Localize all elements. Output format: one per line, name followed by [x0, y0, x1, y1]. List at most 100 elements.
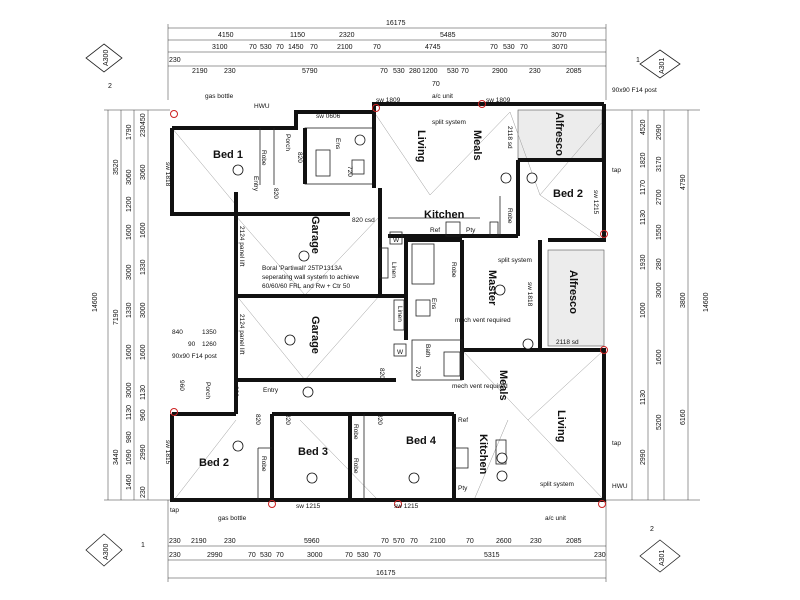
- left-mid-4: 1600: [126, 224, 133, 240]
- room-entry-top: Entry: [252, 176, 259, 192]
- left-mid-6: 1330: [126, 302, 133, 318]
- cooktop-top: [445, 221, 461, 237]
- left-mid-7: 1600: [126, 344, 133, 360]
- bot-dim-r2-3: 70: [248, 552, 256, 559]
- bot-dim-r2-8: 530: [357, 552, 369, 559]
- left-inner-6: 3000: [140, 302, 147, 318]
- marker-label-top-left: A300: [103, 50, 110, 66]
- marker-num-bottom-right: 2: [650, 526, 654, 533]
- label-door-720-b: 720: [414, 366, 421, 377]
- left-outer-2: 7190: [113, 309, 120, 325]
- label-robe-bed2-bottom: Robe: [260, 456, 267, 472]
- section-markers: A300 2 A301 1 A300 1 A301 2: [85, 43, 681, 573]
- room-labels: Bed 1 Bed 2 Bed 2 Bed 3 Bed 4 Master Gar…: [199, 112, 583, 475]
- left-mid-11: 1090: [126, 449, 133, 465]
- top-dim-3: 2320: [339, 32, 355, 39]
- overall-width-top: 16175: [386, 20, 406, 27]
- top-dim-r2-6: 70: [310, 44, 318, 51]
- downpipe-icon: [600, 346, 608, 354]
- bot-dim-r2-11: 230: [594, 552, 606, 559]
- shower-ens-bottom: [411, 243, 435, 285]
- bottom-dimensions: 230 2190 230 5960 70 570 70 2100 70 2600…: [167, 500, 607, 582]
- smoke-detector-icon: [232, 164, 244, 176]
- label-gas-bottle-top: gas bottle: [205, 93, 234, 100]
- top-dim-r3-11: 2900: [492, 68, 508, 75]
- bot-dim-r2-5: 70: [276, 552, 284, 559]
- right-outer-3: 6160: [680, 409, 687, 425]
- left-outer-3: 3440: [113, 449, 120, 465]
- top-dim-r3-4: 5790: [302, 68, 318, 75]
- label-door-820-d: 820: [232, 386, 239, 397]
- label-hwu-top: HWU: [254, 103, 270, 110]
- left-inner-7: 1600: [140, 344, 147, 360]
- top-dim-r2-4: 70: [276, 44, 284, 51]
- label-sw1809-b: sw 1809: [486, 97, 511, 104]
- left-dimensions: 14600 3520 7190 3440 1790 3060 1200 1600…: [92, 109, 170, 501]
- top-dim-r2-10: 70: [490, 44, 498, 51]
- label-tap-right: tap: [612, 440, 621, 447]
- bot-dim-r1-11: 230: [530, 538, 542, 545]
- right-mid-1: 4520: [640, 119, 647, 135]
- room-bath: Bath: [424, 344, 431, 358]
- top-dimensions: 16175 4150 1150 2320 5485 3070 3100 70 5…: [167, 20, 607, 100]
- label-hwu-bottom: HWU: [612, 483, 628, 490]
- left-mid-9: 1130: [126, 405, 133, 420]
- label-sw1815: sw 1815: [164, 440, 171, 465]
- bot-dim-r2-2: 2990: [207, 552, 223, 559]
- top-dim-r2-13: 3070: [552, 44, 568, 51]
- label-pty-bottom: Pty: [458, 485, 468, 492]
- label-1260: 1260: [202, 341, 217, 348]
- room-entry-bottom: Entry: [263, 387, 279, 394]
- section-marker-bottom-left: [85, 533, 123, 567]
- bot-dim-r2-10: 5315: [484, 552, 500, 559]
- right-inner-8: 5200: [656, 414, 663, 430]
- right-outer-1: 4790: [680, 174, 687, 190]
- bot-dim-r1-9: 70: [466, 538, 474, 545]
- bot-dim-r2-7: 70: [345, 552, 353, 559]
- right-inner-3: 2700: [656, 189, 663, 205]
- label-door-820-a: 820: [296, 152, 303, 163]
- sink-top: [489, 221, 499, 237]
- label-1350: 1350: [202, 329, 217, 336]
- label-washer-top: W: [393, 237, 400, 244]
- smoke-detector-icon: [522, 338, 534, 350]
- label-washer-bottom: W: [397, 349, 404, 356]
- bot-dim-r2-4: 530: [260, 552, 272, 559]
- label-pty-top: Pty: [466, 227, 476, 234]
- top-dim-r3-5: 70: [380, 68, 388, 75]
- left-mid-1: 1790: [126, 124, 133, 140]
- top-dim-r2-2: 70: [249, 44, 257, 51]
- right-mid-7: 1130: [640, 390, 647, 405]
- left-mid-2: 3060: [126, 169, 133, 185]
- smoke-detector-icon: [500, 172, 512, 184]
- downpipe-icon: [394, 500, 402, 508]
- alfresco-bottom-area: [547, 249, 605, 347]
- room-alfresco-top: Alfresco: [553, 112, 565, 156]
- top-dim-r2-11: 530: [503, 44, 515, 51]
- label-robe-bed1: Robe: [260, 150, 267, 166]
- top-dim-r3-3: 230: [224, 68, 236, 75]
- fixtures: [315, 134, 507, 469]
- left-inner-2: 230: [140, 125, 147, 137]
- room-living-top: Living: [415, 130, 427, 162]
- downpipe-icon: [598, 500, 606, 508]
- label-robe-bed4: Robe: [352, 458, 359, 474]
- right-inner-5: 280: [656, 258, 663, 270]
- label-ref-top: Ref: [430, 227, 440, 234]
- room-meals-bottom: Meals: [497, 370, 509, 401]
- room-ens-bottom: Ens: [430, 298, 437, 310]
- room-bed1: Bed 1: [213, 149, 243, 161]
- right-mid-8: 2990: [640, 449, 647, 465]
- downpipe-icon: [372, 104, 380, 112]
- label-linen-top: Linen: [390, 262, 397, 278]
- left-inner-1: 450: [140, 113, 147, 125]
- left-mid-3: 1200: [126, 196, 133, 212]
- bot-dim-r2-9: 70: [373, 552, 381, 559]
- section-marker-top-left: [85, 43, 123, 73]
- room-garage-bottom: Garage: [309, 316, 321, 354]
- label-90: 90: [188, 341, 196, 348]
- bot-dim-r1-12: 2085: [566, 538, 582, 545]
- smoke-detector-icon: [526, 172, 538, 184]
- right-inner-4: 1550: [656, 224, 663, 240]
- label-ac-unit-top: a/c unit: [432, 93, 453, 100]
